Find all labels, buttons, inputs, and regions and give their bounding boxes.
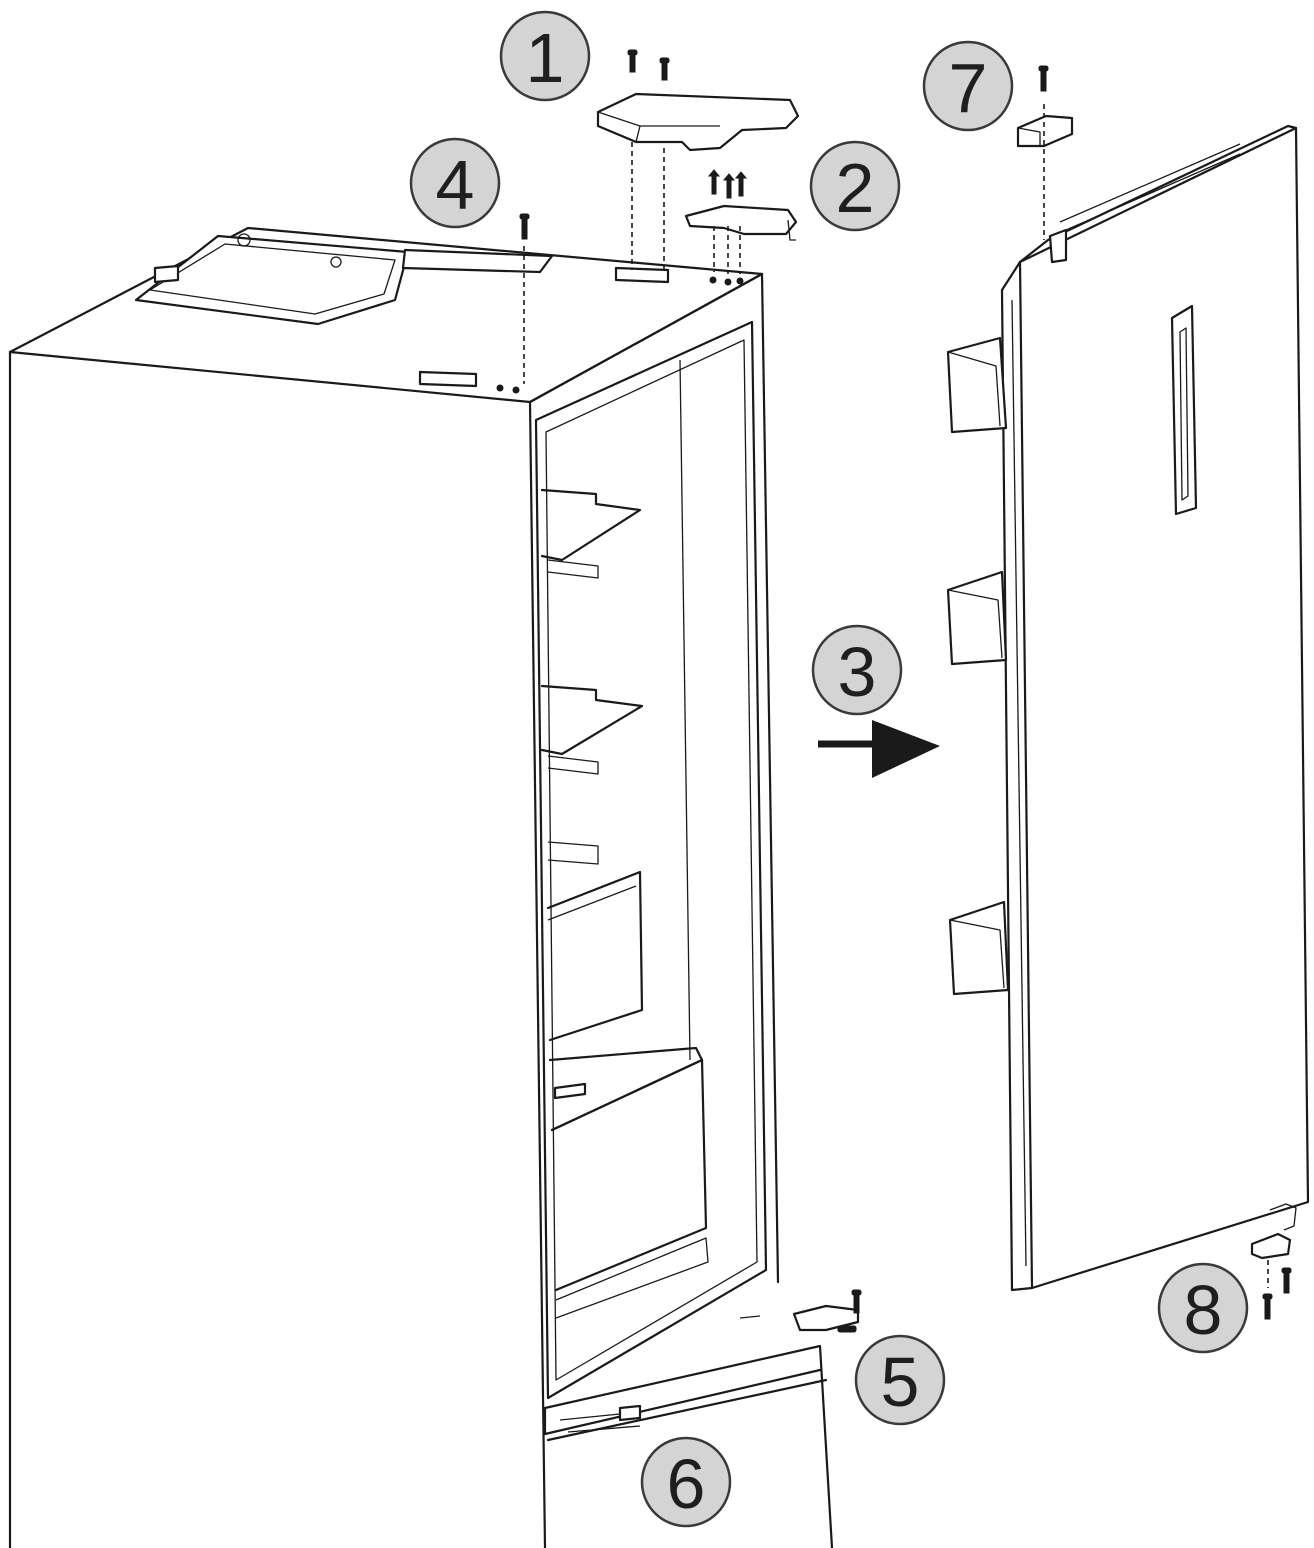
step-number: 2 — [836, 149, 875, 227]
step-badge-7: 7 — [922, 40, 1014, 132]
door-handle — [1170, 304, 1198, 516]
fridge-door — [946, 124, 1310, 1292]
top-hinge-seat — [418, 266, 744, 394]
step-number: 8 — [1184, 1271, 1223, 1349]
step-number: 6 — [667, 1445, 706, 1523]
step-badge-6: 6 — [640, 1436, 732, 1528]
top-hinge-cover — [596, 49, 800, 272]
door-top-cap — [1016, 65, 1074, 240]
step-number: 4 — [436, 146, 475, 224]
step-number: 3 — [838, 633, 877, 711]
step-badge-4: 4 — [409, 137, 501, 229]
screw-icon — [627, 49, 670, 81]
screw-icon — [707, 169, 748, 199]
step-badge-2: 2 — [809, 140, 901, 232]
door-bottom-hinge — [1250, 1203, 1297, 1320]
step-number: 1 — [526, 19, 565, 97]
step-number: 5 — [881, 1343, 920, 1421]
top-cover-screw — [519, 213, 530, 384]
top-cover — [134, 233, 554, 326]
move-door-arrow — [818, 720, 940, 778]
hinge-bracket — [684, 169, 798, 274]
crisper-drawer — [546, 841, 709, 1319]
step-badge-5: 5 — [854, 1334, 946, 1426]
step-badge-3: 3 — [811, 624, 903, 716]
step-badge-8: 8 — [1157, 1262, 1249, 1354]
lower-door — [543, 1344, 834, 1548]
step-badge-1: 1 — [499, 10, 591, 102]
glass-shelf — [540, 488, 644, 775]
middle-hinge — [739, 1289, 862, 1333]
step-number: 7 — [949, 49, 988, 127]
door-bin — [946, 336, 1010, 996]
fridge-cabinet — [8, 226, 834, 1548]
